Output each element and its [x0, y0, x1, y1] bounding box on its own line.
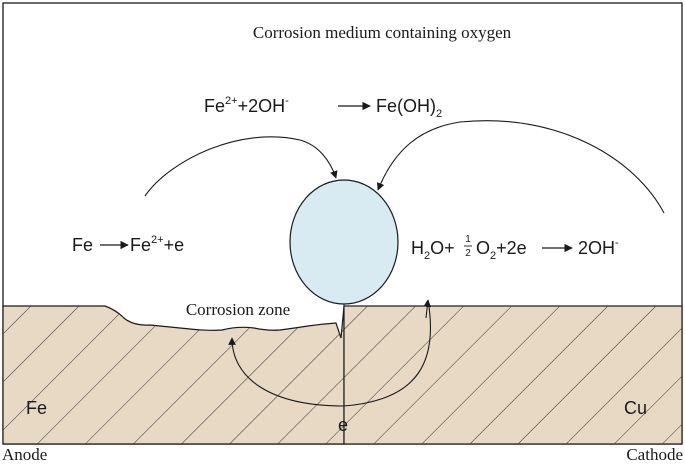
reaction-cathode-o: O+ [430, 238, 455, 258]
reaction-cathode-o2: O [476, 238, 490, 258]
reaction-cathode-o2-sub: 2 [490, 250, 496, 262]
svg-text:2OH-: 2OH- [578, 237, 619, 258]
svg-text:H2O+: H2O+ [411, 238, 455, 262]
left-reaction-arrow [144, 136, 338, 197]
reaction-cathode-product-charge: - [615, 237, 619, 249]
cathode-label: Cathode [626, 445, 683, 464]
reaction-cathode: H2O+ 1 2 O2+2e 2OH- [411, 234, 619, 262]
reaction-anode-fe: Fe [72, 235, 93, 255]
electron-flow-arrow [228, 299, 432, 407]
electron-flow-arrow-start [423, 299, 432, 319]
svg-text:Fe(OH)2: Fe(OH)2 [376, 96, 442, 120]
reaction-cathode-h: H [411, 238, 424, 258]
metal-label-fe: Fe [26, 398, 47, 418]
reaction-top-oh-charge: - [285, 95, 289, 107]
reaction-cathode-h-sub: 2 [424, 250, 430, 262]
anode-label: Anode [2, 445, 47, 464]
reaction-anode-electron: +e [164, 235, 185, 255]
reaction-top: Fe2++2OH- Fe(OH)2 [204, 95, 442, 120]
reaction-cathode-half-den: 2 [465, 248, 471, 259]
reaction-cathode-half-num: 1 [465, 234, 471, 245]
metal-label-cu: Cu [624, 398, 647, 418]
reaction-top-fe-charge: 2+ [225, 95, 238, 107]
reaction-cathode-electrons: +2e [496, 238, 527, 258]
reaction-anode-charge: 2+ [151, 234, 164, 246]
reaction-top-plus2oh: +2OH [238, 96, 286, 116]
medium-title: Corrosion medium containing oxygen [253, 23, 512, 42]
reaction-cathode-product: 2OH [578, 238, 615, 258]
reaction-anode-product: Fe [130, 235, 151, 255]
reaction-top-product-sub: 2 [436, 108, 442, 120]
svg-text:Fe2++2OH-: Fe2++2OH- [204, 95, 289, 116]
reaction-anode: Fe Fe2++e [72, 234, 184, 255]
oxygen-droplet [289, 179, 399, 305]
reaction-top-fe: Fe [204, 96, 225, 116]
electron-label: e [338, 415, 348, 435]
reaction-top-product: Fe(OH) [376, 96, 436, 116]
corrosion-zone-label: Corrosion zone [186, 300, 290, 319]
svg-text:O2+2e: O2+2e [476, 238, 527, 262]
right-reaction-arrow [377, 120, 665, 214]
svg-text:Fe2++e: Fe2++e [130, 234, 184, 255]
cu-cathode-metal [343, 305, 683, 445]
fe-anode-metal [2, 305, 345, 445]
